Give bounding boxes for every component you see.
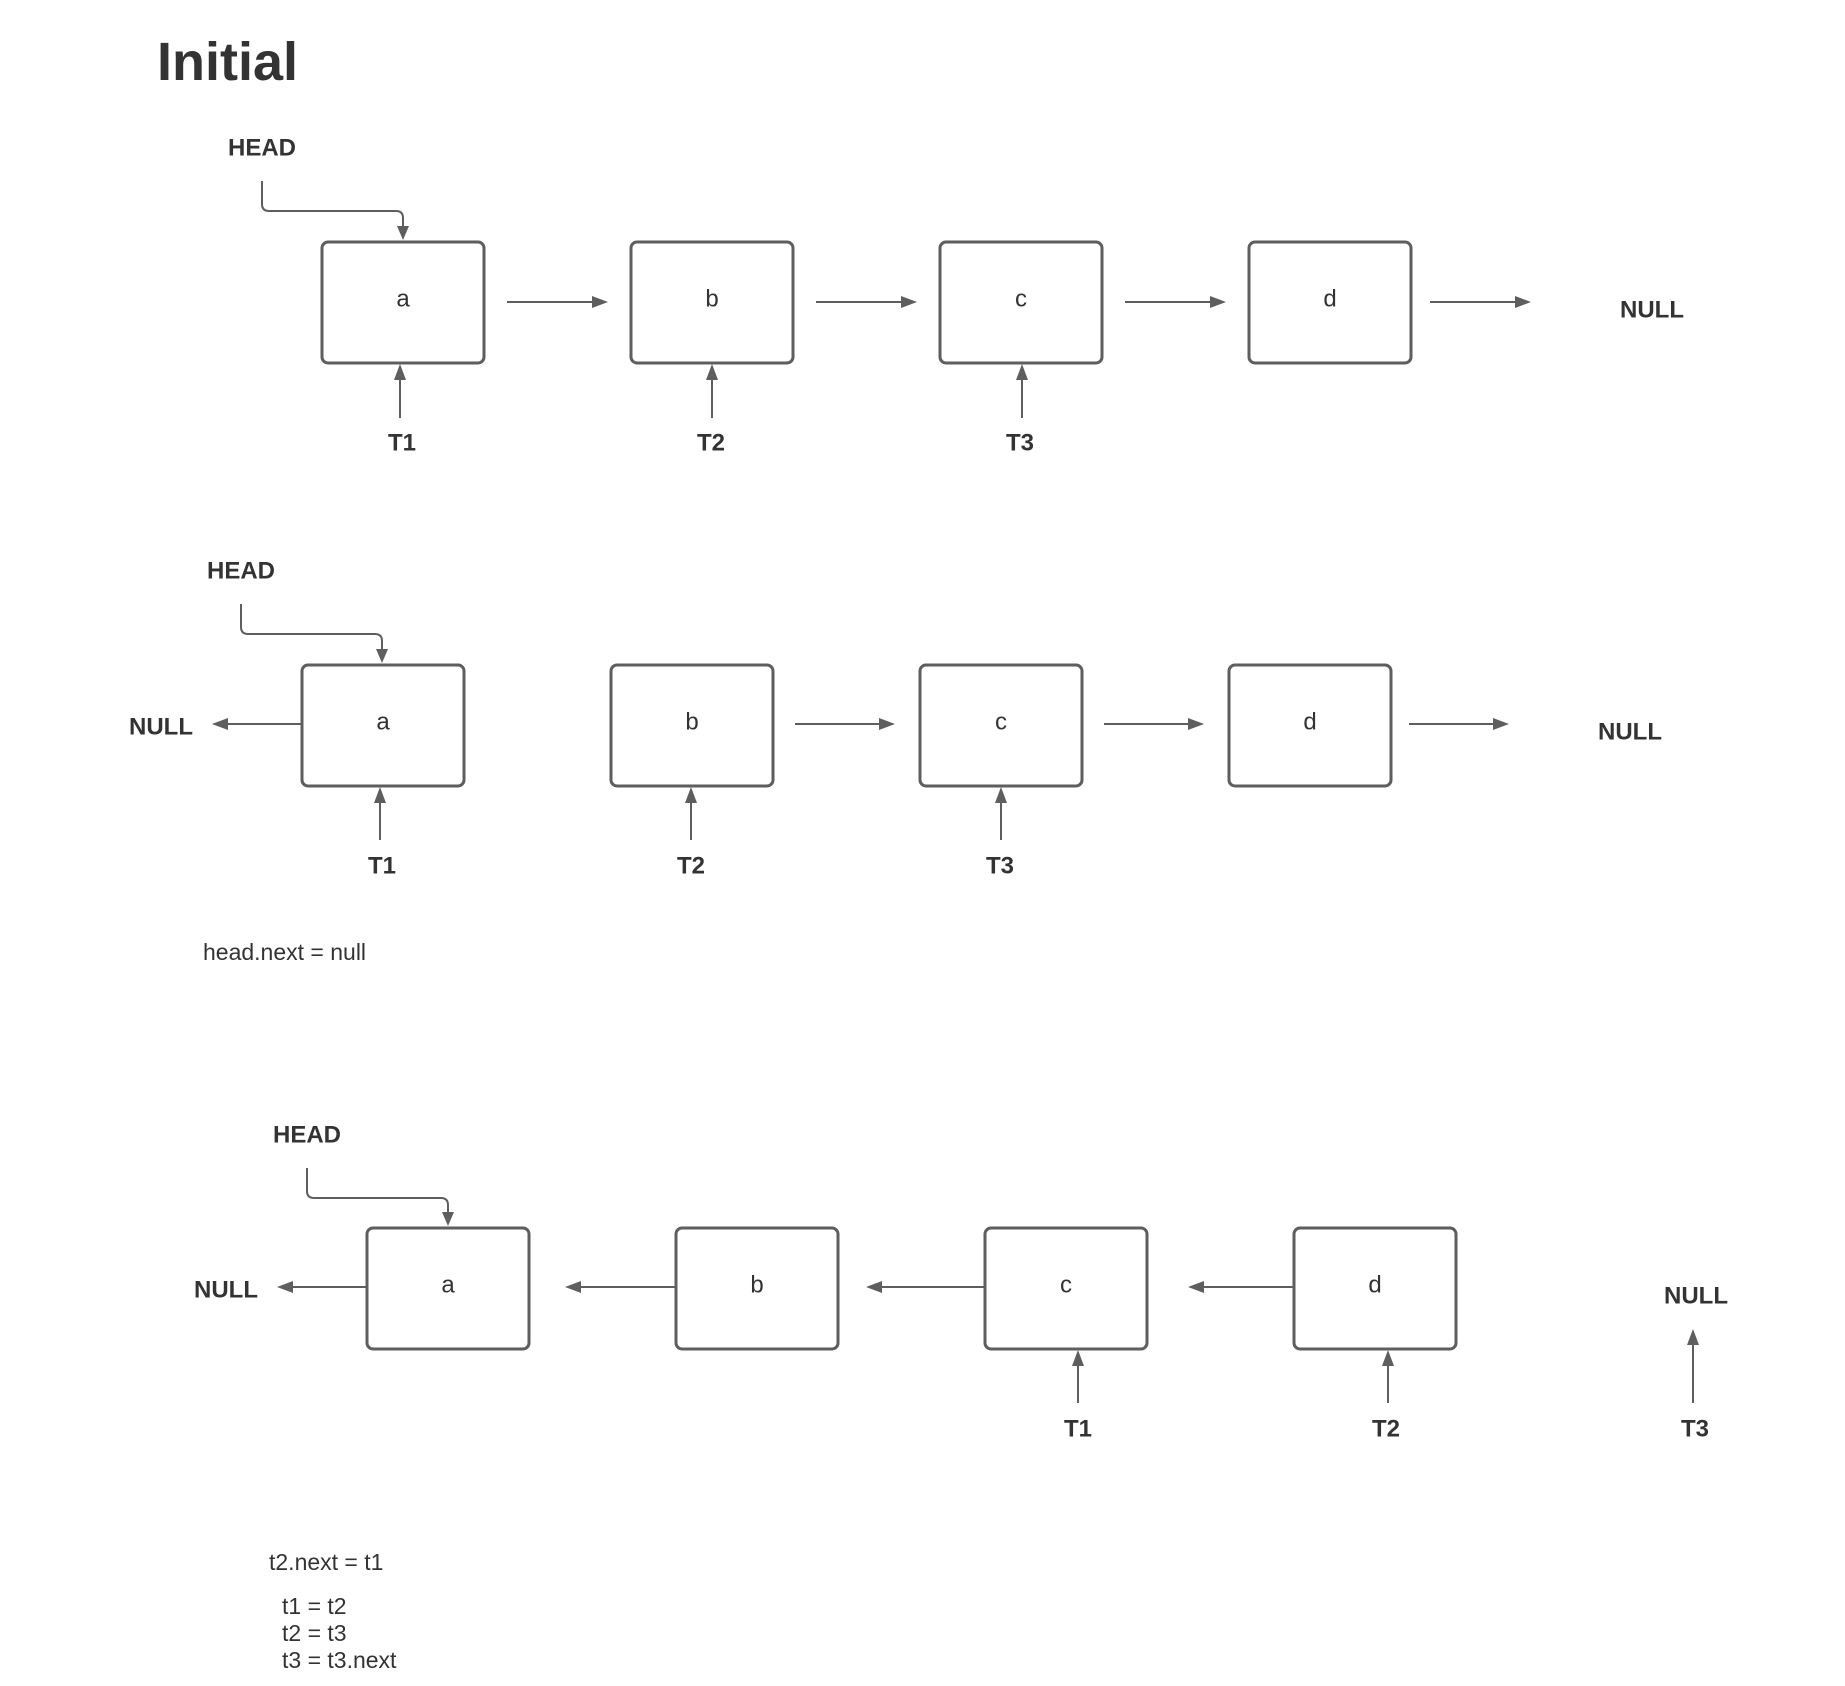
head-pointer-arrowhead <box>376 649 388 663</box>
head-pointer-arrowhead <box>442 1212 454 1226</box>
null-label-right: NULL <box>1664 1283 1728 1310</box>
next-arrowhead-a-null <box>277 1281 293 1293</box>
next-arrowhead-d-null <box>1515 296 1531 308</box>
node-a <box>320 240 486 365</box>
step-note: t1 = t2 <box>282 1593 347 1619</box>
node-label-c: c <box>1060 1272 1072 1299</box>
next-arrowhead-d-null <box>1493 718 1509 730</box>
next-arrowhead-d-c <box>1188 1281 1204 1293</box>
node-label-b: b <box>685 709 698 736</box>
head-pointer-arrowhead <box>397 226 409 240</box>
head-pointer-arrow <box>261 181 404 226</box>
null-label-left: NULL <box>194 1277 258 1304</box>
node-b <box>629 240 795 365</box>
next-arrowhead-a-b <box>592 296 608 308</box>
node-d <box>1227 663 1393 788</box>
t3-label: T3 <box>1006 430 1034 457</box>
step-note: t2.next = t1 <box>269 1549 383 1575</box>
t3-label: T3 <box>986 853 1014 880</box>
node-label-a: a <box>441 1272 455 1299</box>
node-label-d: d <box>1323 286 1336 313</box>
node-label-a: a <box>376 709 390 736</box>
t3-label: T3 <box>1681 1416 1709 1443</box>
head-pointer-arrow <box>240 604 383 649</box>
node-label-b: b <box>705 286 718 313</box>
t1-pointer-arrowhead <box>394 364 406 380</box>
node-label-a: a <box>396 286 410 313</box>
null-label-right: NULL <box>1620 297 1684 324</box>
head-label: HEAD <box>273 1122 341 1149</box>
step-note: t3 = t3.next <box>282 1647 397 1673</box>
step-note: head.next = null <box>203 939 366 965</box>
next-arrowhead-c-d <box>1210 296 1226 308</box>
stage-2: HEAD a b c d NULL NULL T1 T2 T3 head.nex… <box>129 558 1662 966</box>
t1-label: T1 <box>368 853 396 880</box>
node-c <box>918 663 1084 788</box>
t2-label: T2 <box>697 430 725 457</box>
page-title: Initial <box>157 32 298 92</box>
next-arrowhead-c-b <box>866 1281 882 1293</box>
head-label: HEAD <box>207 558 275 585</box>
next-arrowhead-b-c <box>901 296 917 308</box>
null-label-left: NULL <box>129 714 193 741</box>
t3-pointer-arrowhead <box>1687 1329 1699 1345</box>
node-b <box>609 663 775 788</box>
head-label: HEAD <box>228 135 296 162</box>
node-label-d: d <box>1303 709 1316 736</box>
t2-label: T2 <box>1372 1416 1400 1443</box>
stage-1: HEAD a b c d NULL T1 T2 T3 <box>228 135 1684 457</box>
node-label-c: c <box>995 709 1007 736</box>
t1-pointer-arrowhead <box>1072 1350 1084 1366</box>
head-pointer-arrow <box>306 1168 449 1212</box>
null-label-right: NULL <box>1598 719 1662 746</box>
t1-label: T1 <box>1064 1416 1092 1443</box>
t2-pointer-arrowhead <box>1382 1350 1394 1366</box>
node-a <box>365 1226 531 1351</box>
node-label-d: d <box>1368 1272 1381 1299</box>
next-arrowhead-a-null <box>212 718 228 730</box>
node-label-c: c <box>1015 286 1027 313</box>
node-a <box>300 663 466 788</box>
t2-pointer-arrowhead <box>706 364 718 380</box>
t2-label: T2 <box>677 853 705 880</box>
t3-pointer-arrowhead <box>1016 364 1028 380</box>
t3-pointer-arrowhead <box>995 787 1007 803</box>
step-note: t2 = t3 <box>282 1620 347 1646</box>
t2-pointer-arrowhead <box>685 787 697 803</box>
next-arrowhead-c-d <box>1188 718 1204 730</box>
node-label-b: b <box>750 1272 763 1299</box>
t1-pointer-arrowhead <box>374 787 386 803</box>
node-c <box>983 1226 1149 1351</box>
node-d <box>1247 240 1413 365</box>
stage-3: HEAD a b c d NULL NULL T1 T2 T3 t2.next … <box>194 1122 1728 1674</box>
t1-label: T1 <box>388 430 416 457</box>
node-c <box>938 240 1104 365</box>
node-b <box>674 1226 840 1351</box>
next-arrowhead-b-a <box>565 1281 581 1293</box>
next-arrowhead-b-c <box>879 718 895 730</box>
node-d <box>1292 1226 1458 1351</box>
